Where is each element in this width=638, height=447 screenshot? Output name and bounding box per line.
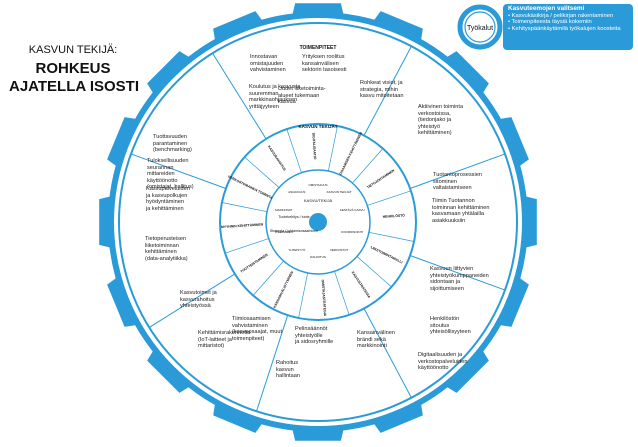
- badge-lines: • Kasvukäsikirja / pelikirjan rakentamin…: [508, 13, 632, 33]
- middle-ring-caption: KASVUN TEKIJÄT: [298, 123, 337, 129]
- outer-text-block: Tuloksellisuuden seurannan mittareiden k…: [147, 158, 194, 191]
- center-core-dot: [309, 213, 327, 231]
- inner-band-label: KOORDINOINTI: [341, 230, 363, 234]
- outer-text-block: Kasvupalveluiden ja kasvupolkujen hyödyn…: [146, 186, 190, 212]
- outer-text-block: Kehittämisrakennetta (IoT-laitteet ja mi…: [198, 330, 251, 350]
- outer-text-block: Kansainvälinen brändi sekä markkinointi: [357, 330, 395, 350]
- outer-text-block: Koulutus ja kasvusta suuremman markkinao…: [249, 84, 301, 110]
- outer-text-block: Henkilöstön sitoutus yhteisöllisyyteen: [430, 316, 471, 336]
- inner-band-label: OMISTAJUUS: [308, 183, 327, 187]
- badge-background: [503, 4, 633, 50]
- page-title-line2: AJATELLA ISOSTI: [8, 78, 139, 95]
- outer-text-block: Pelinsäännöt yhteistyölle ja sidosryhmil…: [295, 326, 334, 346]
- mid-band-label: OMISTAJASTRATEGIA: [321, 279, 327, 316]
- inner-spoke-line: [367, 190, 412, 206]
- spoke-line: [212, 52, 267, 140]
- center-left-bottom-label: Strategia / johtamisosaaminen: [270, 229, 318, 233]
- inner-spoke-line: [356, 256, 392, 288]
- badge-line: • Toimenpiteesta täysiä kokemiin: [508, 19, 592, 25]
- outer-text-block: Kasvuun liittyvien yhteistyökumppaneiden…: [430, 266, 489, 292]
- outer-text-block: Tuottavuuden parantaminen (benchmarking): [153, 134, 192, 154]
- outer-text-block: Innostavan omistajuuden vahvistaminen: [250, 54, 286, 74]
- inner-band-label: OSAAMINEN: [275, 230, 293, 234]
- spoke-line: [409, 255, 506, 291]
- badge-text: Kasvuteemojen valitsemi • Kasvukäsikirja…: [508, 5, 632, 33]
- spoke-line: [256, 315, 289, 412]
- center-left-top-label: Tuotekehitys / tuote: [278, 215, 309, 219]
- spoke-line: [148, 273, 236, 328]
- outer-text-block: Tietoperusteisen liiketoiminnan kehittäm…: [145, 236, 188, 262]
- inner-band-label: KESTÄVÄ KASVU: [340, 208, 365, 212]
- outer-text-block: Tiimin Tuotannon toiminnan kehittäminen …: [432, 198, 490, 224]
- badge-line: • Kasvukäsikirja / pelikirjan rakentamin…: [508, 12, 614, 19]
- inner-band-label: RAHOITUS: [310, 255, 326, 259]
- outer-ring-caption: TOIMENPITEET: [300, 45, 337, 51]
- center-core-label: KASVU/TEKIJÄ: [304, 198, 333, 203]
- outer-text-block: Tuotantoprosessien sitominen valtaistami…: [433, 172, 482, 192]
- inner-spoke-line: [327, 125, 338, 172]
- badge-label: Työkalut: [467, 25, 493, 32]
- outer-text-block: Digitaalisuuden ja verkostopalveluiden k…: [418, 352, 468, 372]
- mid-band-label: HENKILÖSTÖ: [382, 212, 405, 218]
- outer-text-block: Tiimiosaamisen vahvistaminen (kasvuosaaj…: [232, 316, 283, 342]
- inner-band-label: MARKKINAT: [275, 208, 292, 212]
- inner-band-label: ASIAKKUUS: [288, 190, 305, 194]
- outer-text-block: Rohkeat visiot, ja strategia, mihin kasv…: [360, 80, 404, 100]
- spoke-line: [363, 308, 412, 398]
- outer-inner-ring: [118, 22, 518, 422]
- outer-text-block: Yrityksen roolitus kansainvälisen sektor…: [302, 54, 347, 74]
- page-subtitle: KASVUN TEKIJÄ:: [28, 44, 118, 56]
- inner-spoke-line: [221, 202, 268, 213]
- inner-spoke-line: [286, 128, 302, 173]
- outer-text-block: Kasvutoimet ja kasvurahoitus yhteistyöss…: [180, 290, 217, 310]
- inner-spoke-line: [352, 148, 384, 184]
- inner-band-label: YHTEISTYÖ: [288, 248, 306, 252]
- spoke-line: [130, 153, 227, 189]
- spokes: [130, 46, 506, 412]
- mid-band-label: MYYNNIN KEHITTÄMINEN: [221, 222, 264, 229]
- page-title-line1: ROHKEUS: [35, 60, 111, 77]
- spoke-line: [363, 46, 412, 136]
- inner-spoke-line: [244, 156, 280, 188]
- outer-text-block: Rahoitus kasvun hallintaan: [276, 360, 300, 380]
- outer-text-block: Uudet liiketoiminta- alueet tukemaan kas…: [278, 86, 326, 106]
- badge-line: • Kehityspäänkäytämilä työkalujen kooste…: [508, 25, 621, 32]
- inner-band-label: KASVUN TEKIJÄT: [327, 190, 352, 194]
- inner-spoke-line: [298, 272, 309, 319]
- inner-spoke-line: [334, 271, 350, 316]
- badge-heading: Kasvuteemojen valitsemi: [508, 5, 585, 12]
- mid-band-label: DIGITALISAATIO: [311, 133, 317, 160]
- inner-spoke-line: [368, 231, 415, 242]
- inner-spoke-line: [224, 238, 269, 254]
- inner-spoke-line: [252, 260, 284, 296]
- tools-badge[interactable]: Työkalut: [457, 4, 633, 50]
- spoke-line: [409, 153, 506, 189]
- outer-text-block: Aktiivinen toiminta verkostoissa, (tiedo…: [418, 104, 464, 137]
- inner-band-label: VERKOSTOT: [330, 248, 349, 252]
